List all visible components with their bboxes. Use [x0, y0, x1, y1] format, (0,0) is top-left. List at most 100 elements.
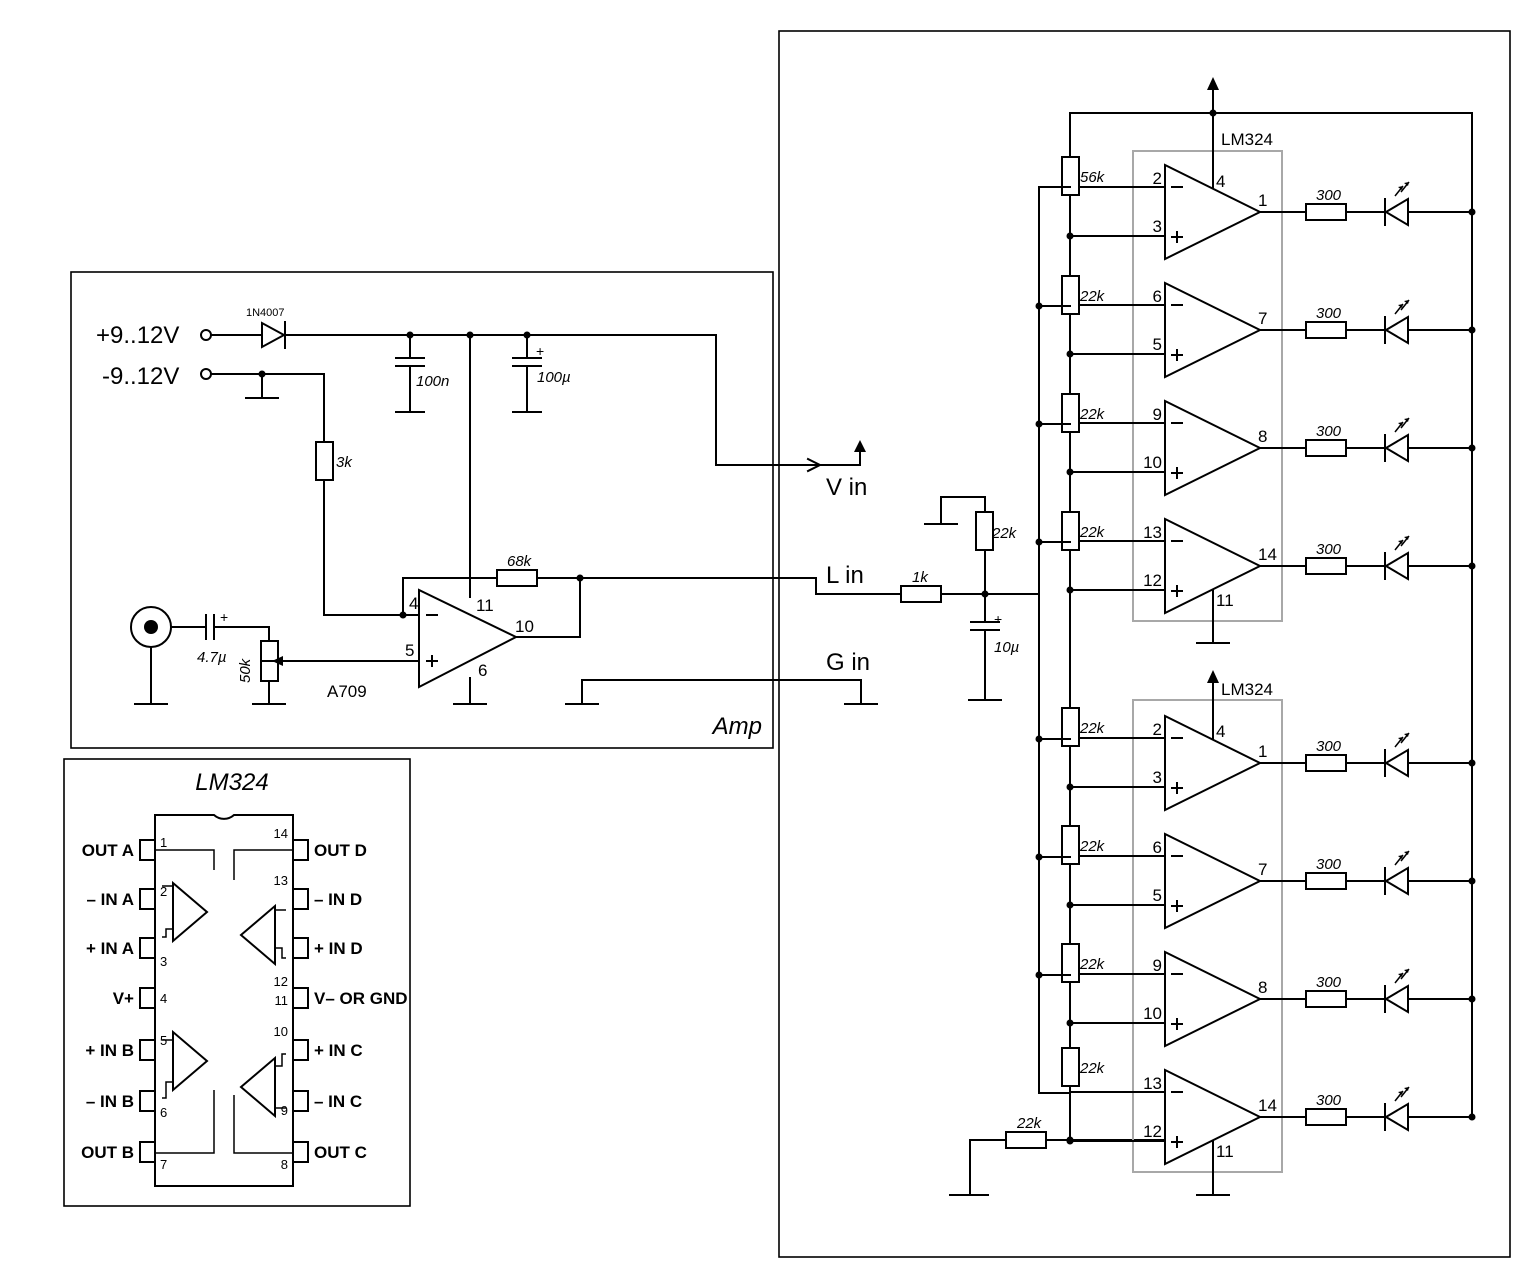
pin-label: – IN C [314, 1092, 362, 1111]
a709-pin-out: 10 [515, 617, 534, 636]
a709-pin-vpos: 11 [476, 596, 494, 615]
pinout-right-pin: 9– IN C [281, 1090, 362, 1118]
led-indicator [1384, 299, 1410, 345]
res-68k [496, 569, 538, 587]
cap-in-label: 4.7µ [197, 649, 227, 666]
diode-label: 1N4007 [246, 307, 285, 319]
pinout-right-pin: 13 – IN D [274, 873, 362, 910]
ladder-resistor-label: 22k [1079, 956, 1106, 973]
a709-pin-vneg: 6 [478, 661, 487, 680]
pin-label: OUT B [81, 1143, 134, 1162]
indicator-section: 1k 22k + 10µ 22k LM324 LM324 [778, 30, 1511, 1258]
pinout-left-pin: 6 – IN B [86, 1090, 167, 1120]
led-resistor-label: 300 [1316, 738, 1342, 755]
pinout-title: LM324 [195, 769, 268, 796]
pin-label: – IN B [86, 1092, 134, 1111]
pinout-opamp-b [155, 1029, 215, 1154]
pinout-opamp-d [233, 849, 293, 967]
v-in-label: V in [826, 474, 867, 501]
pin-inv: 6 [1153, 287, 1162, 306]
ladder-resistor [1061, 1047, 1080, 1087]
pin-label: + IN A [86, 939, 134, 958]
pinout-frame [63, 758, 411, 1207]
pot-label: 50k [237, 657, 254, 683]
pinout-left-pin: 4V+ [113, 987, 167, 1009]
led-resistor [1305, 203, 1347, 221]
pin-number: 4 [160, 991, 167, 1006]
pin-noninv: 3 [1153, 768, 1162, 787]
cap-10u-label: 10µ [994, 639, 1019, 656]
led-indicator [1384, 968, 1410, 1014]
opamp-a709 [418, 588, 519, 689]
amp-frame [70, 271, 774, 749]
ic2-gnd-pin: 11 [1216, 1142, 1234, 1161]
opamp-label: A709 [327, 682, 367, 701]
pin-label: – IN A [86, 890, 134, 909]
ic1-gnd-pin: 11 [1216, 591, 1234, 610]
supply-pos-terminal [200, 329, 212, 341]
led-resistor [1305, 990, 1347, 1008]
led-indicator [1384, 1086, 1410, 1132]
ladder-resistor [1061, 156, 1080, 196]
pin-noninv: 10 [1143, 453, 1162, 472]
pinout-opamp-c [233, 1053, 293, 1154]
pin-label: + IN C [314, 1041, 363, 1060]
pin-out: 8 [1258, 427, 1267, 446]
led-resistor-label: 300 [1316, 541, 1342, 558]
pin-out: 1 [1258, 191, 1267, 210]
pin-label: – IN D [314, 890, 362, 909]
ladder-resistor [1061, 393, 1080, 433]
ladder-resistor [1061, 511, 1080, 551]
ladder-resistor-label: 22k [1079, 288, 1106, 305]
pin-inv: 2 [1153, 720, 1162, 739]
led-resistor-label: 300 [1316, 423, 1342, 440]
led-resistor-label: 300 [1316, 856, 1342, 873]
ladder-resistor-label: 22k [1079, 720, 1106, 737]
pin-inv: 13 [1143, 1074, 1162, 1093]
cap-in-plus: + [220, 609, 228, 625]
pin-number: 2 [160, 884, 167, 899]
pin-out: 1 [1258, 742, 1267, 761]
pin-number: 6 [160, 1105, 167, 1120]
res-bottom-label: 22k [1016, 1115, 1043, 1132]
pin-out: 14 [1258, 1096, 1277, 1115]
led-resistor [1305, 754, 1347, 772]
pin-inv: 13 [1143, 523, 1162, 542]
pin-label: + IN B [85, 1041, 134, 1060]
ic2-vcc-pin: 4 [1216, 722, 1225, 741]
res-bottom-22k [1005, 1131, 1047, 1149]
supply-neg-terminal [200, 368, 212, 380]
pin-inv: 2 [1153, 169, 1162, 188]
pin-number: 8 [281, 1157, 288, 1172]
ladder-resistor-label: 22k [1079, 1060, 1106, 1077]
pin-inv: 6 [1153, 838, 1162, 857]
pin-number: 13 [274, 873, 288, 888]
pin-noninv: 5 [1153, 335, 1162, 354]
res-ref-22k [975, 511, 994, 551]
a709-pin-inv: 4 [409, 594, 418, 613]
pin-number: 12 [274, 974, 288, 989]
lm324-ic1-outline [1132, 150, 1283, 622]
led-indicator [1384, 417, 1410, 463]
diode-1n4007 [261, 321, 287, 349]
led-resistor [1305, 872, 1347, 890]
res-1k [900, 585, 942, 603]
ic1-chip-label: LM324 [1221, 130, 1273, 149]
g-in-label: G in [826, 649, 870, 676]
supply-pos-label: +9..12V [96, 322, 179, 349]
pinout-left-pin: 3+ IN A [86, 937, 167, 969]
pinout-left-pin: 2 – IN A [86, 884, 167, 910]
pin-label: OUT C [314, 1143, 367, 1162]
pin-inv: 9 [1153, 956, 1162, 975]
supply-neg-label: -9..12V [102, 363, 179, 390]
cap-100u-label: 100µ [537, 369, 571, 386]
